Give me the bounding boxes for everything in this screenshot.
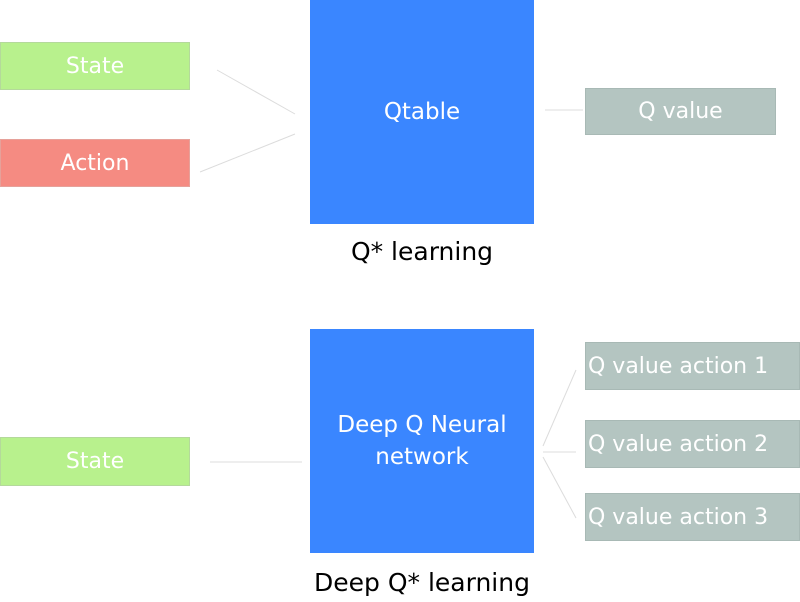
state-label: State (65, 53, 125, 79)
action-label: Action (60, 150, 130, 176)
neural-network-box: Deep Q Neural network (310, 329, 534, 553)
action-to-qtable-line (199, 133, 296, 173)
qtable-label: Qtable (383, 99, 461, 125)
q-value-action-1-label: Q value action 1 (588, 353, 769, 379)
q-value-action-1-box: Q value action 1 (585, 342, 800, 390)
q-value-action-3-label: Q value action 3 (588, 504, 769, 530)
deep-state-box: State (0, 437, 190, 486)
network-to-output-1-line (542, 369, 577, 447)
state-box: State (0, 42, 190, 90)
deep-state-label: State (65, 449, 125, 474)
q-value-label: Q value (638, 99, 723, 124)
q-value-action-2-box: Q value action 2 (585, 420, 800, 468)
q-value-action-2-label: Q value action 2 (588, 431, 769, 457)
action-box: Action (0, 139, 190, 187)
network-to-output-3-line (542, 456, 577, 519)
qtable-box: Qtable (310, 0, 534, 224)
q-learning-caption: Q* learning (350, 237, 494, 266)
neural-network-label-line1: Deep Q Neural (337, 412, 507, 438)
deep-q-learning-caption: Deep Q* learning (314, 568, 530, 597)
state-to-qtable-line (216, 69, 296, 115)
q-value-box: Q value (585, 88, 776, 135)
neural-network-label-line2: network (375, 444, 469, 470)
q-value-action-3-box: Q value action 3 (585, 493, 800, 541)
